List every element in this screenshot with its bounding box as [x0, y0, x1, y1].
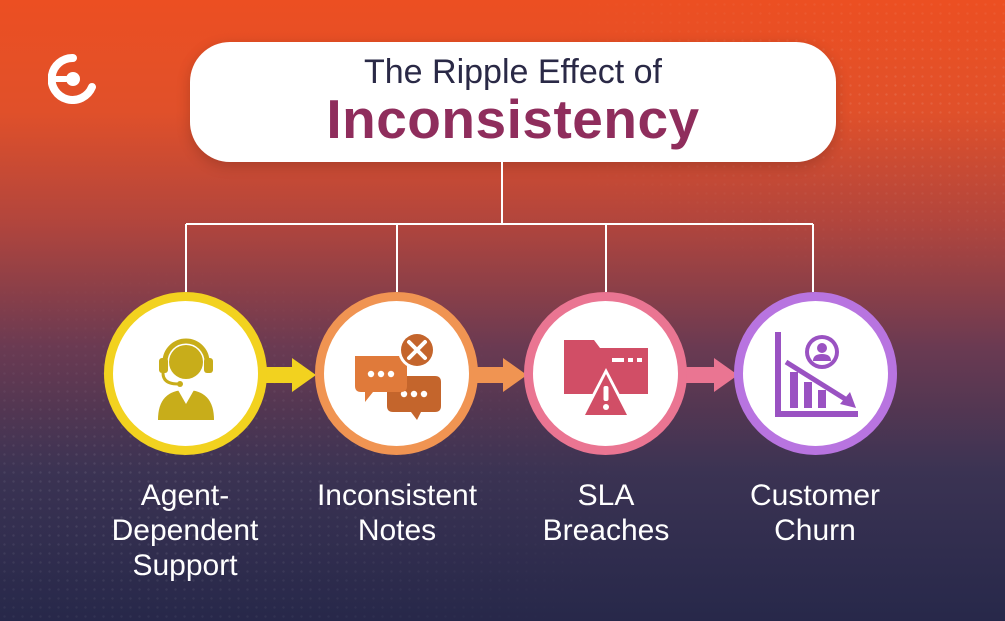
step-4-circle: [734, 292, 897, 455]
step-2-label-line-1: Inconsistent: [316, 479, 478, 512]
flow-arrow-2: [473, 358, 527, 392]
step-1-label-line-1: Agent-: [140, 479, 230, 512]
step-1-label-line-3: Support: [132, 549, 238, 582]
step-1-label: Agent- Dependent Support: [75, 478, 295, 583]
step-2-label: Inconsistent Notes: [287, 478, 507, 548]
folder-warning-icon: [563, 339, 648, 418]
brand-logo-icon: [48, 54, 96, 104]
title-line-1: The Ripple Effect of: [364, 53, 662, 92]
title-line-2: Inconsistency: [326, 87, 700, 150]
flow-arrow-3: [684, 358, 738, 392]
step-1-circle: [104, 292, 267, 455]
headset-agent-icon: [157, 338, 214, 420]
step-4-label-line-2: Churn: [774, 514, 856, 547]
step-2-circle: [315, 292, 478, 455]
step-3-label-line-2: Breaches: [542, 514, 670, 547]
title-card: The Ripple Effect of Inconsistency: [190, 42, 836, 162]
step-3-circle: [524, 292, 687, 455]
step-4-label-line-1: Customer: [749, 479, 881, 512]
step-4-label: Customer Churn: [705, 478, 925, 548]
declining-chart-user-icon: [774, 331, 858, 417]
chat-error-icon: [354, 330, 441, 420]
step-2-label-line-2: Notes: [357, 514, 437, 547]
step-3-label: SLA Breaches: [496, 478, 716, 548]
step-1-label-line-2: Dependent: [111, 514, 259, 547]
flow-arrow-1: [262, 358, 316, 392]
step-3-label-line-1: SLA: [577, 479, 635, 512]
